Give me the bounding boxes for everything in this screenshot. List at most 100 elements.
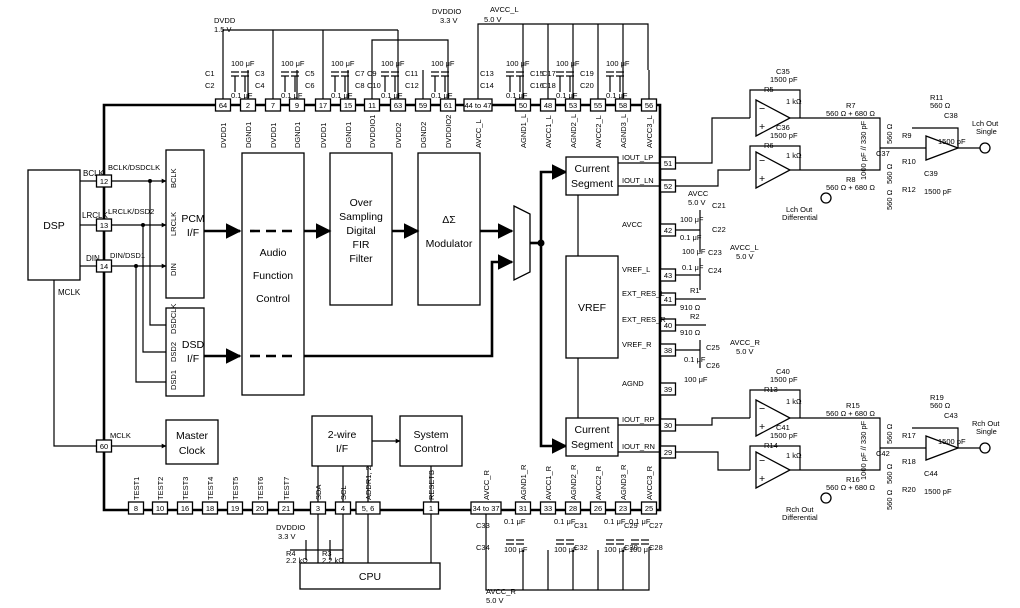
- c23-label: C23: [708, 248, 722, 257]
- r2-value: 910 Ω: [680, 328, 701, 337]
- lrclk-label: LRCLK: [82, 211, 108, 220]
- c22-label: C22: [712, 225, 726, 234]
- cap-big-top-6: 100 μF: [556, 59, 580, 68]
- pin-bottom-2-num: 16: [181, 504, 189, 513]
- filter_top-c3v: 1000 pF // 330 pF: [859, 120, 868, 180]
- cap-small-bot-3: 0.1 μF: [629, 517, 651, 526]
- pin-bottom-13: [539, 501, 557, 515]
- filter_top-r2v: 1 kΩ: [786, 151, 802, 160]
- pin-right-0-num: 51: [664, 159, 672, 168]
- filter_top-r6: R10: [902, 157, 916, 166]
- pin-bottom-5: [251, 501, 269, 515]
- pcm-title: PCM: [181, 213, 204, 225]
- pin-left-0-num: 12: [100, 177, 108, 186]
- pin-top-label-8: DGND2: [419, 122, 428, 148]
- cap-small-bot-2: 0.1 μF: [604, 517, 626, 526]
- c25-value: 0.1 μF: [684, 355, 706, 364]
- pin-bottom-label-13: AVCC1_R: [544, 465, 553, 500]
- avcc-side-volt: 5.0 V: [688, 198, 706, 207]
- pin-left-1-num: 13: [100, 221, 108, 230]
- cap-name-top-3-1: C8: [355, 81, 365, 90]
- pin-top-label-13: AGND2_L: [569, 114, 578, 148]
- pin-right-label-3: VREF_L: [622, 265, 650, 274]
- pin-top-label-3: DGND1: [293, 122, 302, 148]
- pcm-if-block: [165, 149, 205, 299]
- cap-name-top-6-1: C16: [530, 81, 544, 90]
- filter_top-c2v: 1500 pF: [770, 131, 798, 140]
- cap-small-top-7: 0.1 μF: [606, 91, 628, 100]
- cap-name-top-2-0: C5: [305, 69, 315, 78]
- filter_bot-r2v: 1 kΩ: [786, 451, 802, 460]
- cap-big-bot-0: 100 μF: [504, 545, 528, 554]
- filter_top-out-single-1: Lch Out: [972, 119, 999, 128]
- pin-bottom-13-num: 33: [544, 504, 552, 513]
- cap-big-top-4: 100 μF: [431, 59, 455, 68]
- pin-top-9-num: 61: [444, 101, 452, 110]
- opamp-plus: +: [759, 121, 765, 133]
- filter_bot-r1: R13: [764, 385, 778, 394]
- pin-top-label-5: DGND1: [344, 122, 353, 148]
- pin-bottom-2: [176, 501, 194, 515]
- pin-bottom-label-0: TEST1: [132, 477, 141, 500]
- r4-value: 2.2 kΩ: [286, 556, 308, 565]
- system-label: System: [413, 429, 448, 441]
- pin-top-3-num: 9: [295, 101, 299, 110]
- opamp-minus: −: [759, 403, 765, 415]
- filter_bot-r6: R18: [902, 457, 916, 466]
- opamp-plus: +: [759, 473, 765, 485]
- pin-bottom-label-4: TEST5: [231, 477, 240, 500]
- dvddio-label: DVDDIO: [432, 7, 461, 16]
- cap-name-top-3-3: C10: [367, 81, 381, 90]
- filter_bot-r4: R16: [846, 475, 860, 484]
- pin-bottom-14-num: 28: [569, 504, 577, 513]
- cap-big-top-3: 100 μF: [381, 59, 405, 68]
- c21-label: C21: [712, 201, 726, 210]
- audio-label: Audio: [260, 247, 287, 259]
- filter_bot-c1v: 1500 pF: [770, 375, 798, 384]
- cap-name-bot-2-0: C29: [624, 521, 638, 530]
- master-label: Master: [176, 430, 209, 442]
- pin-top-13-num: 53: [569, 101, 577, 110]
- cap-small-top-5: 0.1 μF: [506, 91, 528, 100]
- filter_top-out-single-2: Single: [976, 127, 997, 136]
- cs-bot-label-1: Current: [574, 424, 609, 436]
- pin-right-label-6: VREF_R: [622, 340, 652, 349]
- pin-right-label-7: AGND: [622, 379, 644, 388]
- pin-right-7-num: 39: [664, 385, 672, 394]
- filter_top-c1: C35: [776, 67, 790, 76]
- pcm-lrclk-pin: LRCLK: [169, 212, 178, 236]
- cap-small-bot-1: 0.1 μF: [554, 517, 576, 526]
- vref-block: [565, 255, 619, 359]
- pin-top-6-num: 11: [368, 101, 376, 110]
- cap-name-bot-0-0: C33: [476, 521, 490, 530]
- pin-bottom-3: [201, 501, 219, 515]
- fir-filter-block: [329, 152, 393, 306]
- dsp-label: DSP: [43, 220, 65, 232]
- filter_bot-c3: C42: [876, 449, 890, 458]
- cap-small-top-2: 0.1 μF: [331, 91, 353, 100]
- function-label: Function: [253, 270, 293, 282]
- pin-left-3-num: 60: [100, 442, 108, 451]
- avcc-r-volt: 5.0 V: [486, 596, 504, 605]
- dsd1-pin: DSD1: [169, 370, 178, 390]
- control-label-sys: Control: [414, 443, 448, 455]
- c21-value: 100 μF: [680, 215, 704, 224]
- dvdd-volt: 1.5 V: [214, 25, 232, 34]
- pin-bottom-14: [564, 501, 582, 515]
- cap-name-top-0-0: C1: [205, 69, 215, 78]
- r4-label: R4: [286, 549, 296, 558]
- cap-big-top-5: 100 μF: [506, 59, 530, 68]
- filter_bot-r5: R17: [902, 431, 916, 440]
- pin-top-label-0: DVDD1: [219, 123, 228, 148]
- cap-small-top-4: 0.1 μF: [431, 91, 453, 100]
- filter_top-r1v: 1 kΩ: [786, 97, 802, 106]
- pin-right-4-num: 41: [664, 295, 672, 304]
- filter_bot-c1: C40: [776, 367, 790, 376]
- control-label: Control: [256, 293, 290, 305]
- pin-top-label-16: AVCC3_L: [645, 115, 654, 148]
- cap-name-bot-0-1: C34: [476, 543, 490, 552]
- pin-top-4-num: 17: [319, 101, 327, 110]
- pin-right-1: [659, 179, 677, 193]
